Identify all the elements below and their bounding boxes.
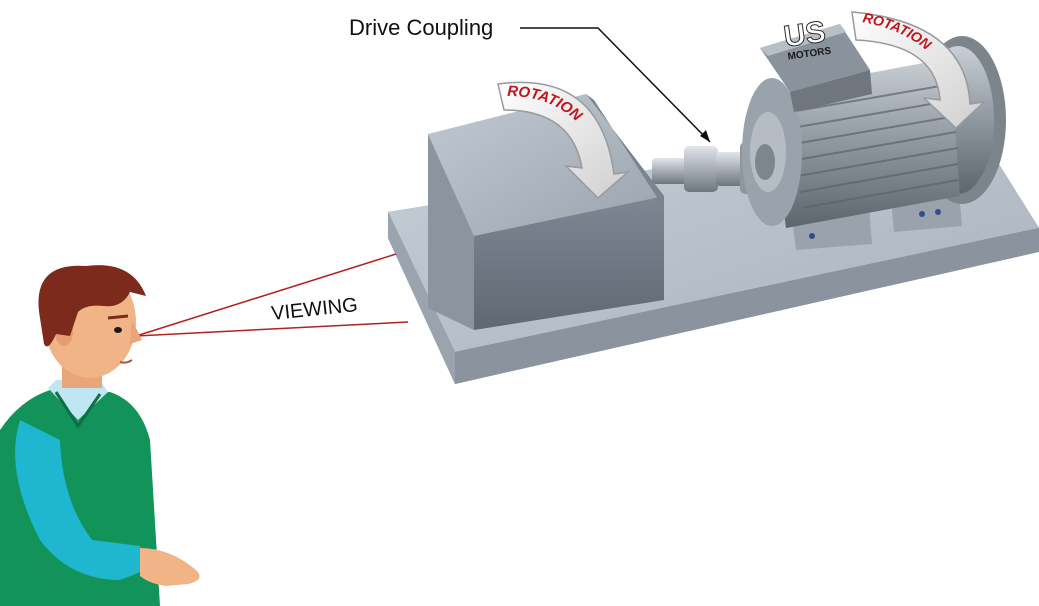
brand-main: US	[782, 15, 828, 53]
brand-logo: US MOTORS	[781, 15, 832, 63]
coupling-callout	[520, 27, 711, 143]
sight-lines	[135, 253, 409, 337]
coupling-label: Drive Coupling	[349, 15, 493, 40]
electric-motor-icon	[742, 24, 1006, 250]
person-viewer-icon	[0, 265, 200, 606]
driven-machine-box	[428, 94, 664, 330]
viewing-label: VIEWING	[270, 294, 358, 325]
